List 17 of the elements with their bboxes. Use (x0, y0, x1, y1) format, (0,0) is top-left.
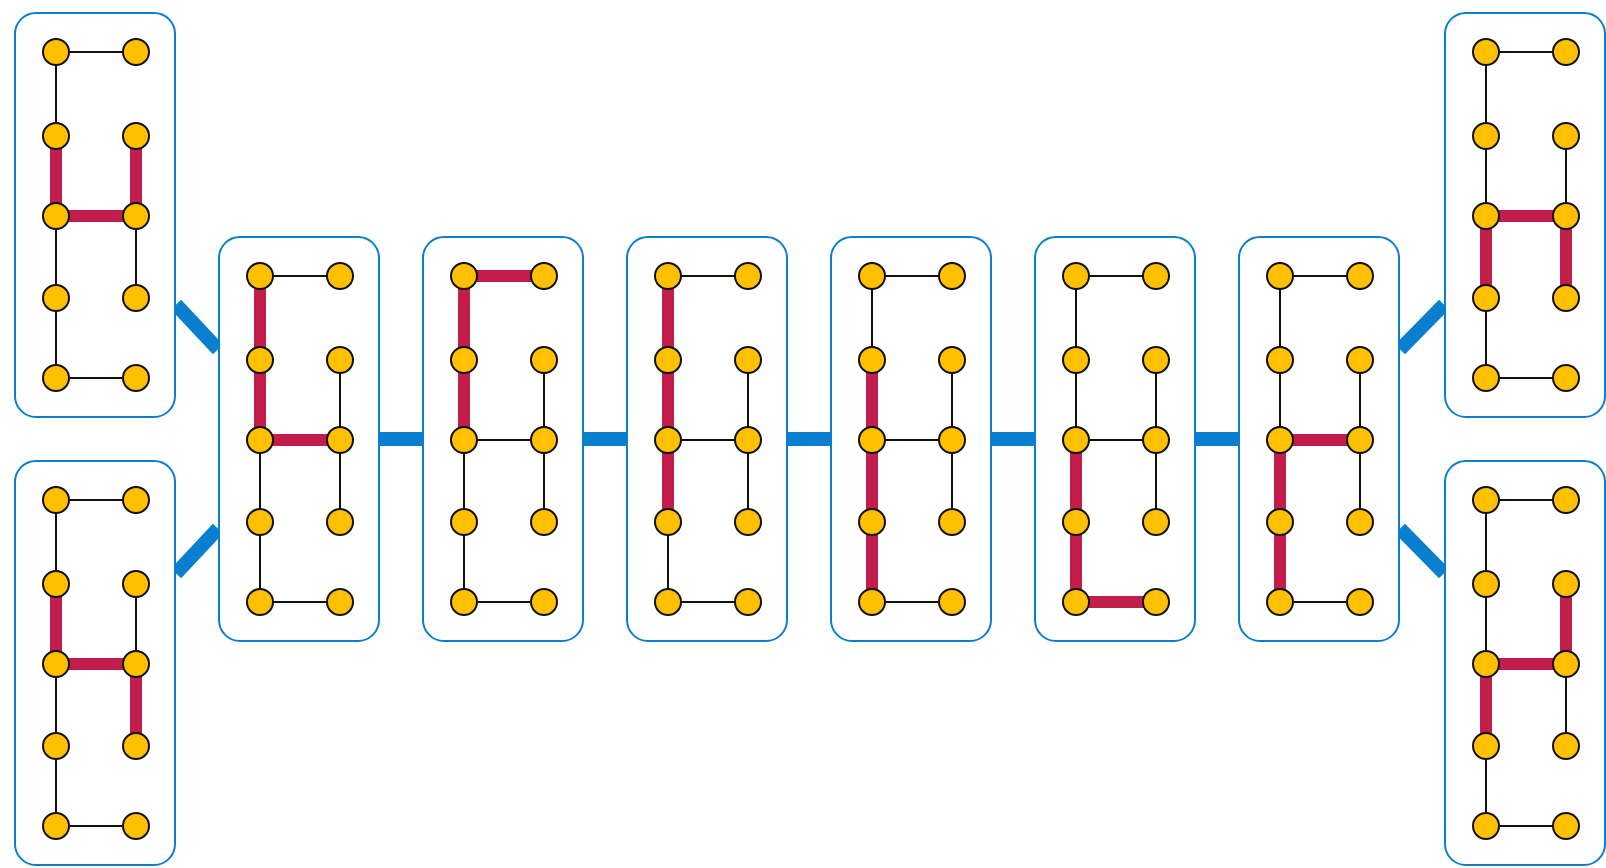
connector-line (1395, 523, 1449, 579)
connector-line (788, 432, 830, 446)
graph-card (1238, 236, 1400, 642)
connector-line (380, 432, 422, 446)
graph-card (1444, 12, 1606, 418)
connector-line (1395, 299, 1449, 355)
graph-card (422, 236, 584, 642)
graph-card (1444, 460, 1606, 866)
graph-card (1034, 236, 1196, 642)
connector-line (584, 432, 626, 446)
graph-card (218, 236, 380, 642)
connector-line (1196, 432, 1238, 446)
graph-card (14, 460, 176, 866)
graph-card (830, 236, 992, 642)
graph-card (626, 236, 788, 642)
graph-card (14, 12, 176, 418)
connector-line (992, 432, 1034, 446)
